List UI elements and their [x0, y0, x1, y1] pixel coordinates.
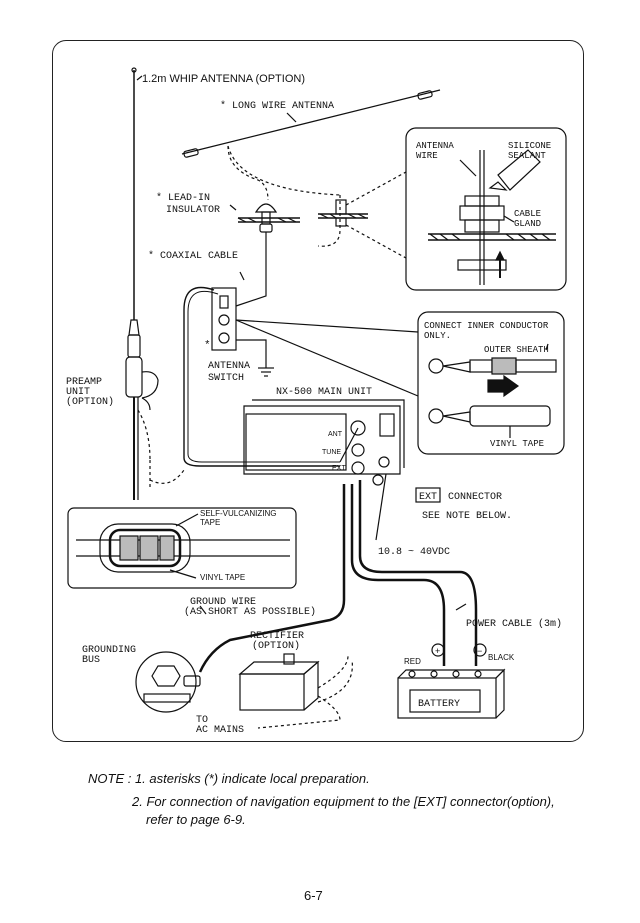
wall-bushing — [318, 199, 368, 227]
lead-in-label-2: INSULATOR — [166, 205, 220, 216]
ground-wire-label-2: (AS SHORT AS POSSIBLE) — [184, 606, 316, 618]
cable-gland-detail — [405, 127, 567, 291]
tape-detail — [67, 507, 297, 589]
battery-label: BATTERY — [418, 699, 460, 710]
antenna-switch — [211, 287, 419, 397]
power-cable — [350, 480, 478, 666]
plus-label: + — [435, 646, 440, 656]
ground-wire-label-1: GROUND WIRE — [190, 597, 256, 608]
grounding-bus — [135, 651, 201, 713]
diagram-frame — [52, 40, 584, 742]
rectifier — [238, 653, 353, 729]
long-wire-label: * LONG WIRE ANTENNA — [220, 100, 334, 112]
cable-gland-label-1: CABLE — [514, 209, 541, 219]
asterisk-label: * — [204, 340, 211, 352]
vinyl-tape-label: VINYL TAPE — [490, 439, 544, 449]
antenna-switch-label-2: SWITCH — [208, 373, 244, 384]
whip-antenna-label: 1.2m WHIP ANTENNA (OPTION) — [142, 73, 305, 85]
power-cable-label: POWER CABLE (3m) — [466, 618, 562, 630]
main-unit — [243, 399, 405, 486]
to-ac-label-2: AC MAINS — [196, 725, 244, 736]
see-note-label: SEE NOTE BELOW. — [422, 511, 512, 522]
note-line-3: refer to page 6-9. — [146, 812, 246, 827]
to-ac-label-1: TO — [196, 715, 208, 726]
note-line-1: NOTE : 1. asterisks (*) indicate local p… — [88, 771, 370, 786]
self-vulcanizing-label-2: TAPE — [200, 518, 220, 527]
connect-label-2: ONLY. — [424, 331, 451, 341]
antenna-switch-label-1: ANTENNA — [208, 361, 250, 372]
tune-label: TUNE — [322, 449, 341, 456]
grounding-bus-label-1: GROUNDING — [82, 645, 136, 656]
whip-antenna — [125, 67, 159, 500]
black-label: BLACK — [488, 653, 515, 662]
battery — [397, 643, 506, 719]
rectifier-label-1: RECTIFIER — [250, 631, 304, 642]
page-number: 6-7 — [304, 888, 323, 903]
ext-connector-box-label: EXT — [419, 492, 437, 503]
preamp-label-1: PREAMP — [66, 377, 102, 388]
preamp-label-2: UNIT — [66, 387, 90, 398]
silicone-label-1: SILICONE — [508, 141, 551, 151]
outer-sheath-label: OUTER SHEATH — [484, 345, 549, 355]
preamp-label-3: (OPTION) — [66, 396, 114, 408]
ext-connector-label: CONNECTOR — [448, 492, 502, 503]
voltage-label: 10.8 ~ 40VDC — [378, 547, 450, 558]
cable-gland-label-2: GLAND — [514, 219, 541, 229]
ground-wire — [198, 484, 346, 673]
rectifier-label-2: (OPTION) — [252, 640, 300, 652]
note-line-2: 2. For connection of navigation equipmen… — [132, 794, 555, 809]
coaxial-cable — [137, 271, 340, 490]
silicone-label-2: SEALANT — [508, 151, 546, 161]
ext-label: EXT — [332, 465, 346, 472]
red-label: RED — [404, 657, 421, 666]
connect-label-1: CONNECT INNER CONDUCTOR — [424, 321, 549, 331]
antenna-wire-label-1: ANTENNA — [416, 141, 454, 151]
connector-detail — [417, 311, 565, 455]
lead-in-label-1: * LEAD-IN — [156, 192, 210, 204]
minus-label: − — [477, 646, 482, 656]
lead-in-insulator — [237, 203, 300, 290]
vinyl-tape-label-2: VINYL TAPE — [200, 573, 245, 582]
main-unit-label: NX-500 MAIN UNIT — [276, 387, 372, 398]
self-vulcanizing-label-1: SELF-VULCANIZING — [200, 509, 276, 518]
antenna-wire-label-2: WIRE — [416, 151, 438, 161]
grounding-bus-label-2: BUS — [82, 655, 100, 666]
coax-label: * COAXIAL CABLE — [148, 250, 238, 262]
ant-label: ANT — [328, 431, 343, 438]
long-wire-antenna — [181, 89, 441, 247]
